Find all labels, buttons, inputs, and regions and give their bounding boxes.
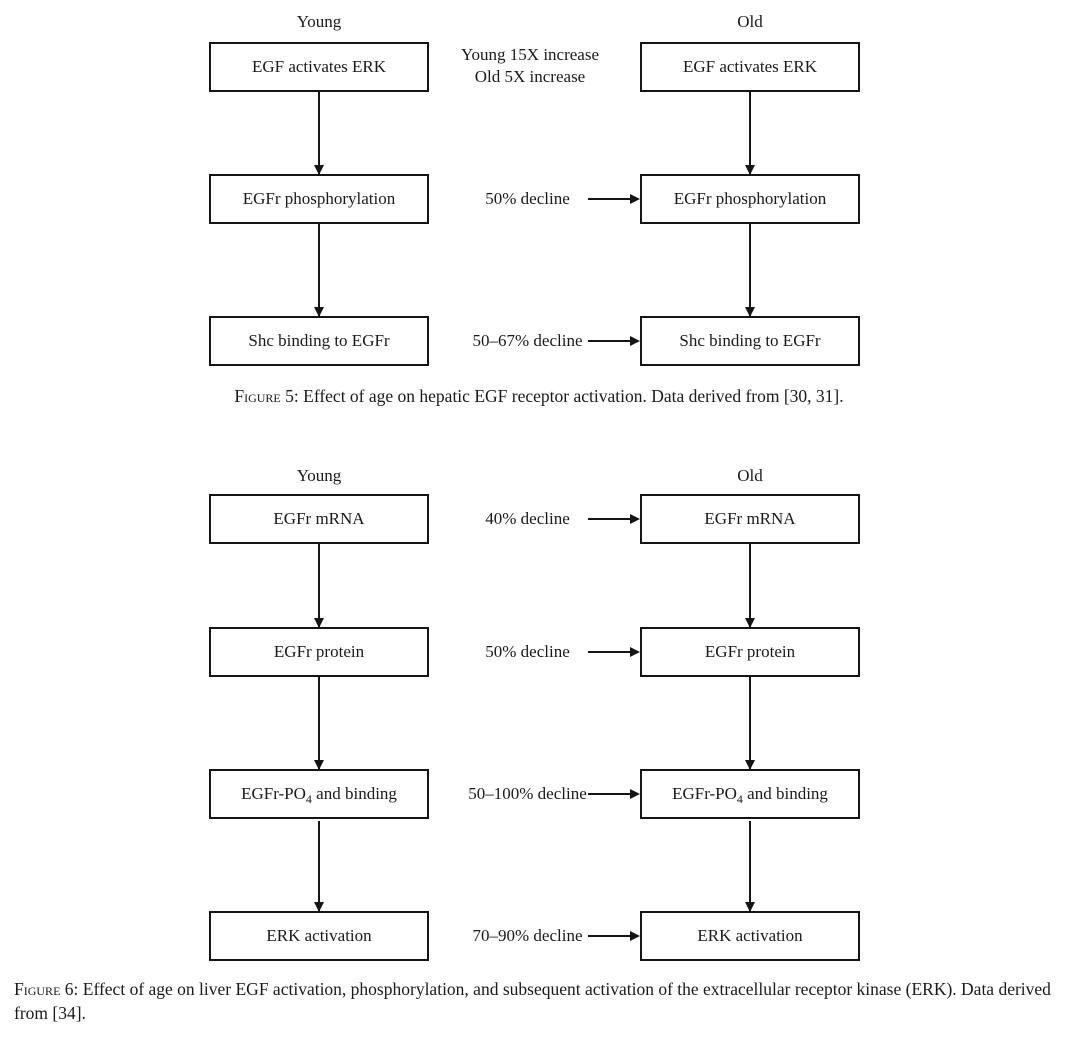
figure6-old-box-egfr-po4-binding: EGFr-PO4 and binding	[640, 769, 860, 819]
box-label-part: EGFr-PO	[672, 784, 737, 803]
figure6-young-box-egfr-mrna: EGFr mRNA	[209, 494, 429, 544]
box-label: EGFr mRNA	[704, 509, 796, 528]
box-label: EGFr-PO4 and binding	[241, 784, 397, 806]
box-label: ERK activation	[697, 926, 803, 945]
figure6-young-box-erk-activation: ERK activation	[209, 911, 429, 961]
figure5-young-box-egfr-phosphorylation: EGFr phosphorylation	[209, 174, 429, 224]
figure5-column-label-young: Young	[296, 12, 342, 31]
down-arrow	[314, 224, 324, 317]
decline-label: 40% decline	[485, 509, 570, 528]
figure5-caption-label: Figure 5:	[234, 386, 299, 406]
right-arrow	[588, 647, 640, 657]
right-arrow	[588, 931, 640, 941]
figure5-old-box-egfr-phosphorylation: EGFr phosphorylation	[640, 174, 860, 224]
box-label-part: EGFr-PO	[241, 784, 306, 803]
figure5-column-label-old: Old	[737, 12, 763, 31]
decline-label: 50–100% decline	[468, 784, 587, 803]
figure5-old-box-egf-activates-erk: EGF activates ERK	[640, 42, 860, 92]
right-arrow	[588, 194, 640, 204]
down-arrow	[745, 677, 755, 770]
down-arrow	[745, 821, 755, 912]
figure5-old-box-shc-binding: Shc binding to EGFr	[640, 316, 860, 366]
box-label: ERK activation	[266, 926, 372, 945]
down-arrow	[314, 544, 324, 628]
increase-note: Young 15X increase Old 5X increase	[430, 44, 630, 88]
down-arrow	[314, 821, 324, 912]
box-label: Shc binding to EGFr	[679, 331, 821, 350]
right-arrow	[588, 789, 640, 799]
increase-note-line2: Old 5X increase	[474, 67, 586, 86]
figure6-column-label-old: Old	[737, 466, 763, 485]
figure6-old-box-erk-activation: ERK activation	[640, 911, 860, 961]
right-arrow	[588, 514, 640, 524]
figure6-column-label-young: Young	[296, 466, 342, 485]
box-label: EGFr mRNA	[273, 509, 365, 528]
box-label: EGFr phosphorylation	[242, 189, 396, 208]
figure6-young-box-egfr-po4-binding: EGFr-PO4 and binding	[209, 769, 429, 819]
down-arrow	[745, 544, 755, 628]
box-label-subscript: 4	[736, 792, 743, 806]
figure5-caption: Figure 5: Effect of age on hepatic EGF r…	[0, 384, 1078, 408]
figure6-old-box-egfr-protein: EGFr protein	[640, 627, 860, 677]
decline-label: 50% decline	[485, 642, 570, 661]
box-label-part: and binding	[747, 784, 828, 803]
box-label: EGFr-PO4 and binding	[672, 784, 828, 806]
box-label: EGFr protein	[704, 642, 796, 661]
increase-note-line1: Young 15X increase	[460, 45, 600, 64]
box-label: Shc binding to EGFr	[248, 331, 390, 350]
figure6-young-box-egfr-protein: EGFr protein	[209, 627, 429, 677]
decline-label: 50–67% decline	[472, 331, 583, 350]
figure5-young-box-shc-binding: Shc binding to EGFr	[209, 316, 429, 366]
box-label-subscript: 4	[305, 792, 312, 806]
figure6-caption-text: Effect of age on liver EGF activation, p…	[14, 979, 1051, 1023]
figure5-young-box-egf-activates-erk: EGF activates ERK	[209, 42, 429, 92]
figure6-caption: Figure 6: Effect of age on liver EGF act…	[14, 977, 1068, 1025]
down-arrow	[314, 677, 324, 770]
figure5-caption-text: Effect of age on hepatic EGF receptor ac…	[303, 386, 844, 406]
figure6-caption-label: Figure 6:	[14, 979, 79, 999]
box-label: EGFr protein	[273, 642, 365, 661]
down-arrow	[314, 92, 324, 175]
right-arrow	[588, 336, 640, 346]
box-label-part: and binding	[316, 784, 397, 803]
down-arrow	[745, 224, 755, 317]
decline-label: 70–90% decline	[472, 926, 583, 945]
decline-label: 50% decline	[485, 189, 570, 208]
box-label: EGF activates ERK	[682, 57, 818, 76]
figure6-old-box-egfr-mrna: EGFr mRNA	[640, 494, 860, 544]
box-label: EGF activates ERK	[251, 57, 387, 76]
box-label: EGFr phosphorylation	[673, 189, 827, 208]
down-arrow	[745, 92, 755, 175]
